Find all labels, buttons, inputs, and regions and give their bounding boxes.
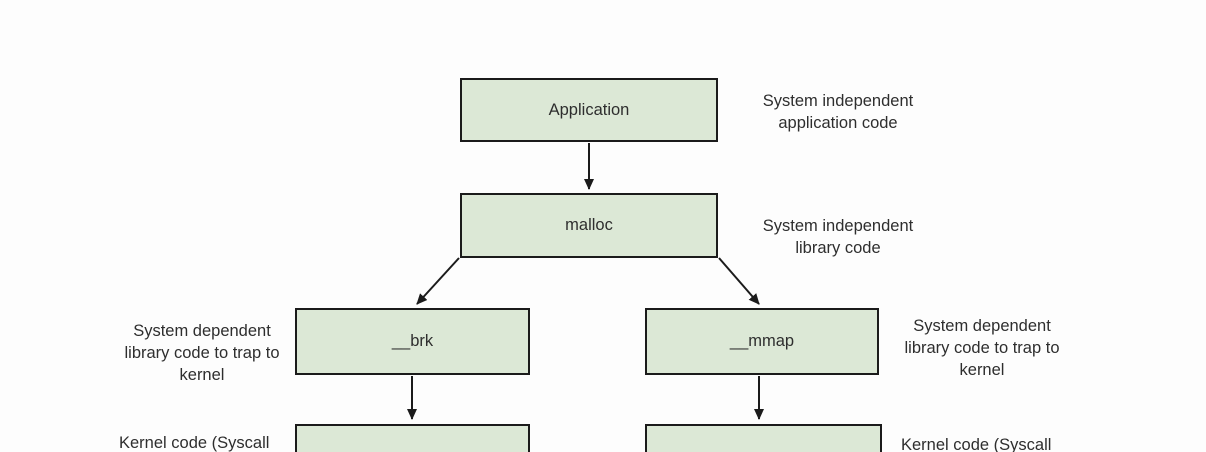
flow-node-brk-label: __brk [391, 332, 434, 350]
flow-node-kernel-brk-cutoff [295, 424, 530, 452]
flow-node-application-label: Application [548, 100, 630, 119]
annotation-brk: System dependent library code to trap to… [124, 322, 280, 384]
flow-node-malloc-label: malloc [565, 216, 613, 234]
flow-node-application: Application [460, 78, 718, 142]
arrow-malloc-to-mmap [718, 257, 760, 305]
flow-node-kernel-mmap-cutoff [645, 424, 882, 452]
annotation-malloc: System independent library code [762, 217, 914, 257]
flow-node-malloc: malloc [460, 193, 718, 258]
annotation-application: System independent application code [762, 92, 914, 132]
annotation-kernel-right: Kernel code (Syscall [901, 436, 1052, 452]
flow-node-mmap-label: __mmap [729, 332, 795, 350]
flow-node-mmap: __mmap [645, 308, 879, 375]
annotation-mmap: System dependent library code to trap to… [904, 317, 1060, 379]
annotation-kernel-left: Kernel code (Syscall [119, 434, 270, 452]
flow-node-brk: __brk [295, 308, 530, 375]
arrow-malloc-to-brk [416, 257, 460, 305]
